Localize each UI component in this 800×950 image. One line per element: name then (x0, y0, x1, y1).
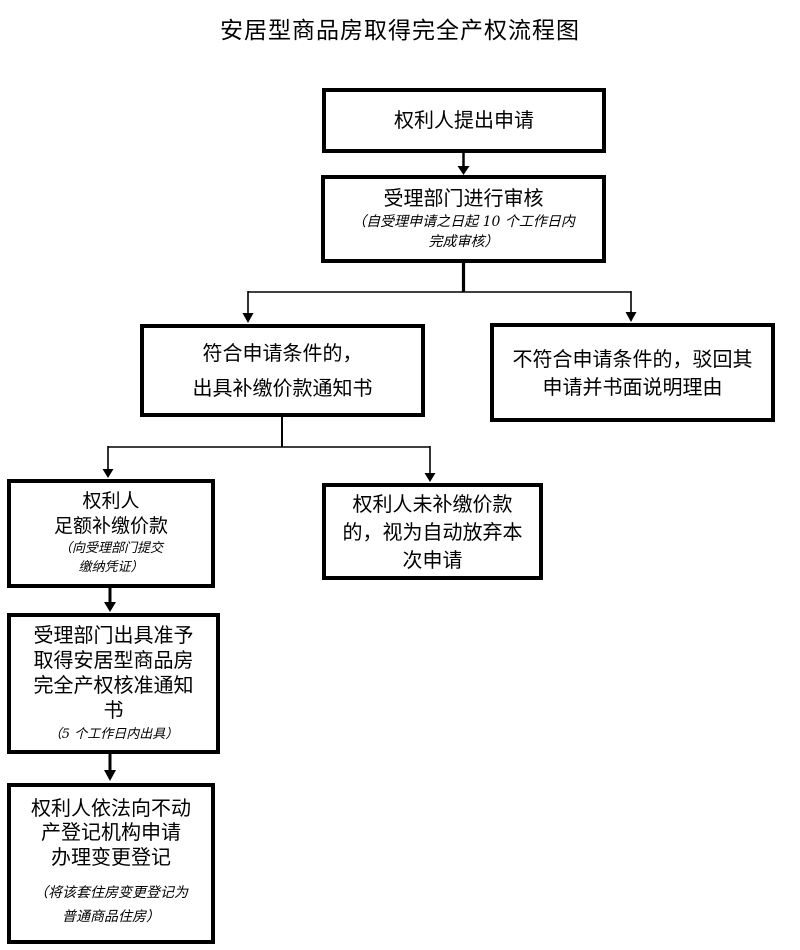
arrow-review-rejected-head (625, 312, 637, 322)
node-paid-note: （向受理部门提交 缴纳凭证） (58, 540, 163, 576)
node-apply: 权利人提出申请 (322, 88, 606, 153)
node-unpaid-text: 权利人未补缴价款 的，视为自动放弃本 次申请 (342, 491, 523, 572)
node-register-text: 权利人依法向不动 产登记机构申请 办理变更登记 (31, 796, 191, 869)
arrow-review-qualified-head (242, 313, 254, 323)
node-apply-text: 权利人提出申请 (394, 108, 534, 132)
node-rejected-text: 不符合申请条件的，驳回其 申请并书面说明理由 (512, 346, 753, 399)
node-paid-text: 权利人 足额补缴价款 (53, 490, 168, 537)
arrow-apply-review-head (457, 166, 470, 175)
node-register: 权利人依法向不动 产登记机构申请 办理变更登记 （将该套住房变更登记为 普通商品… (7, 783, 215, 944)
node-rejected: 不符合申请条件的，驳回其 申请并书面说明理由 (490, 323, 775, 422)
arrow-qualified-unpaid-head (424, 473, 436, 482)
arrow-paid-approval-head (104, 602, 116, 612)
node-approval-text: 受理部门出具准予 取得安居型商品房 完全产权核准通知 书 (33, 622, 194, 722)
node-register-note: （将该套住房变更登记为 普通商品住房） (34, 885, 188, 925)
arrow-qualified-paid-head (102, 469, 114, 478)
arrow-approval-register-head (104, 770, 116, 781)
node-qualified-text: 符合申请条件的， 出具补缴价款通知书 (192, 340, 373, 400)
node-approval: 受理部门出具准予 取得安居型商品房 完全产权核准通知 书 （5 个工作日内出具） (7, 613, 220, 754)
node-review: 受理部门进行审核 （自受理申请之日起 10 个工作日内 完成审核） (321, 175, 606, 263)
page-title: 安居型商品房取得完全产权流程图 (220, 18, 580, 44)
node-paid: 权利人 足额补缴价款 （向受理部门提交 缴纳凭证） (7, 479, 215, 588)
node-unpaid: 权利人未补缴价款 的，视为自动放弃本 次申请 (322, 483, 543, 580)
node-review-note: （自受理申请之日起 10 个工作日内 完成审核） (352, 213, 575, 250)
node-qualified: 符合申请条件的， 出具补缴价款通知书 (140, 324, 425, 417)
node-review-text: 受理部门进行审核 (383, 185, 544, 210)
node-approval-note: （5 个工作日内出具） (48, 726, 179, 742)
